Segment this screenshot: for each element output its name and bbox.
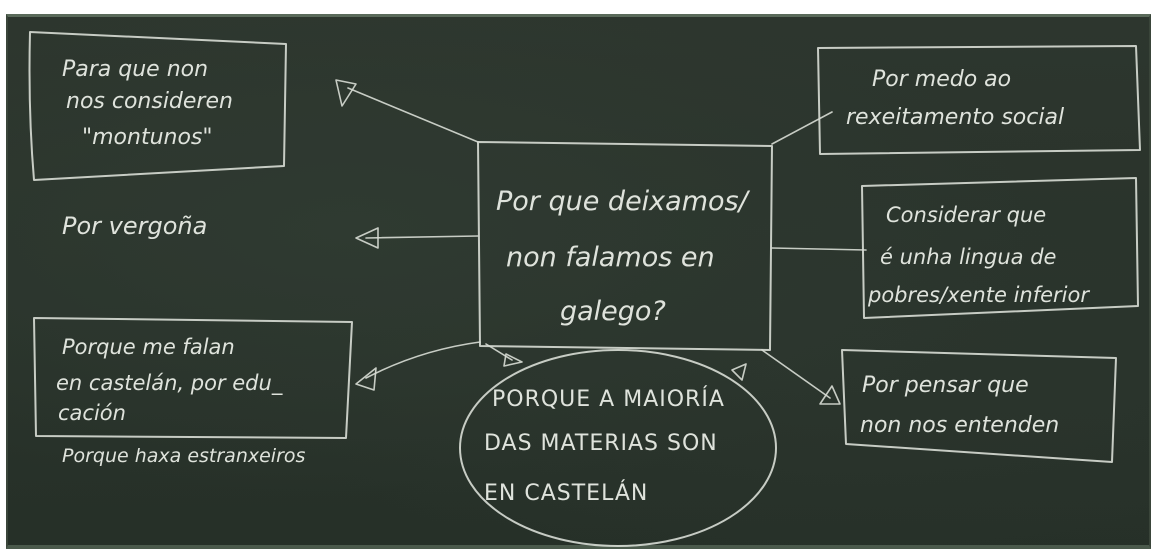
center-line-1: Por que deixamos/ xyxy=(496,186,751,217)
bottom-center-line-2: DAS MATERIAS SON xyxy=(484,431,718,456)
top-right-line-2: rexeitamento social xyxy=(846,105,1064,130)
chalkboard xyxy=(6,14,1151,549)
bottom-right-line-1: Por pensar que xyxy=(862,373,1029,398)
arrowhead-top-left xyxy=(335,79,357,107)
arrow-to-bottom-left xyxy=(365,341,481,379)
mid-right-box xyxy=(861,177,1139,319)
mid-right-line-2: é unha lingua de xyxy=(880,245,1056,269)
bottom-center-line-1: PORQUE A MAIORÍA xyxy=(492,386,725,412)
top-left-line-1: Para que non xyxy=(62,57,208,82)
bottom-left-line-1: Porque me falan xyxy=(62,335,235,359)
bottom-left-extra: Porque haxa estranxeiros xyxy=(62,445,306,467)
top-left-line-3: "montunos" xyxy=(82,125,213,150)
arrow-to-top-left xyxy=(347,87,479,143)
arrow-to-top-right xyxy=(771,111,833,145)
mid-left-text: Por vergoña xyxy=(62,212,207,240)
bottom-left-line-2: en castelán, por edu_ xyxy=(56,371,283,396)
bottom-left-box xyxy=(33,317,353,439)
arrowhead-bottom-center-2 xyxy=(731,363,747,381)
mid-right-line-1: Considerar que xyxy=(886,203,1046,227)
bottom-center-line-3: EN CASTELÁN xyxy=(484,480,648,506)
top-left-box xyxy=(28,31,287,181)
bottom-right-line-2: non nos entenden xyxy=(860,413,1059,438)
arrow-to-mid-right xyxy=(771,247,867,251)
top-right-box xyxy=(817,45,1141,155)
center-line-3: galego? xyxy=(560,296,666,327)
bottom-right-box xyxy=(841,349,1117,463)
arrow-to-bottom-center xyxy=(485,343,513,361)
arrow-to-mid-left xyxy=(365,235,479,239)
top-right-line-1: Por medo ao xyxy=(872,67,1011,92)
arrowhead-bottom-right xyxy=(819,385,841,405)
bottom-left-line-3: cación xyxy=(58,401,126,425)
bottom-center-ellipse xyxy=(459,349,777,547)
center-box xyxy=(477,141,773,351)
mid-right-line-3: pobres/xente inferior xyxy=(867,283,1090,307)
arrowhead-mid-left xyxy=(355,227,379,249)
arrow-to-bottom-right xyxy=(761,349,831,399)
top-left-line-2: nos consideren xyxy=(66,89,233,114)
arrowhead-bottom-center xyxy=(503,353,523,367)
center-line-2: non falamos en xyxy=(506,242,715,273)
arrowhead-bottom-left xyxy=(355,367,377,391)
